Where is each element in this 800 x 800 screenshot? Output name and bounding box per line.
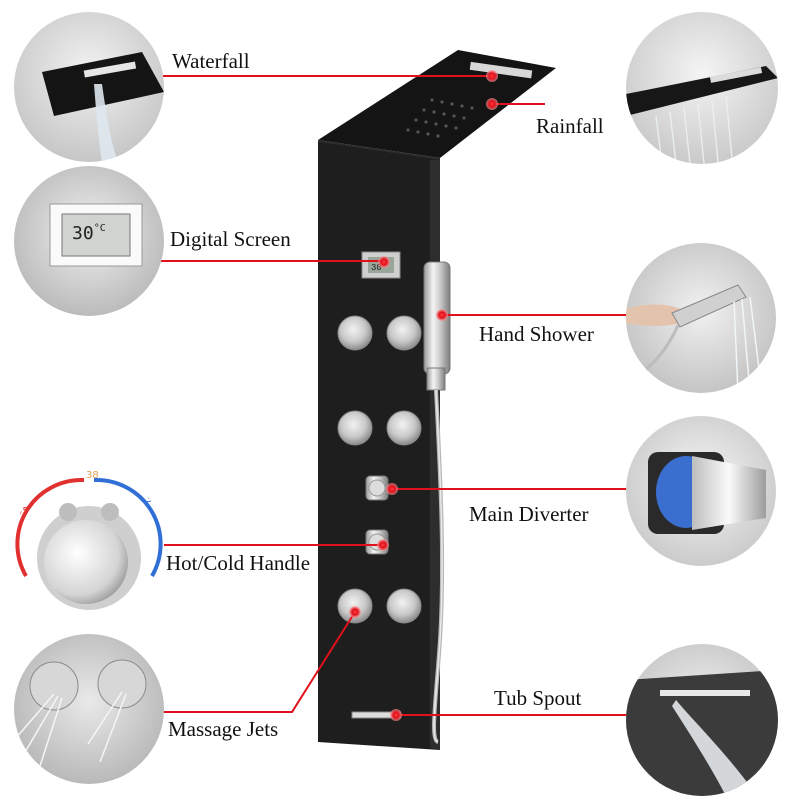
svg-text:30: 30 — [371, 263, 382, 273]
callout-lines — [158, 75, 632, 716]
detail-circle-main-diverter — [626, 416, 776, 566]
screen-temperature: 30 — [72, 223, 94, 244]
dial-left-value: 45 — [16, 506, 29, 517]
detail-circle-hot-cold-handle: 45 38 35 — [14, 468, 164, 618]
detail-circle-hand-shower — [626, 243, 776, 393]
label-massage-jets: Massage Jets — [168, 717, 279, 741]
detail-circle-waterfall — [14, 12, 164, 162]
label-waterfall: Waterfall — [172, 49, 250, 73]
label-hot-cold-handle: Hot/Cold Handle — [166, 551, 311, 575]
massage-jets — [337, 315, 422, 624]
dial-top-value: 38 — [86, 470, 99, 481]
label-tub-spout: Tub Spout — [494, 686, 582, 710]
detail-circle-massage-jets — [14, 634, 164, 784]
screen-temperature-readout: 30°C — [72, 223, 106, 244]
detail-circle-rainfall — [626, 12, 778, 164]
label-digital-screen: Digital Screen — [170, 227, 291, 251]
dial-right-value: 35 — [146, 494, 159, 505]
label-main-diverter: Main Diverter — [469, 502, 589, 526]
detail-circle-digital-screen: 30°C — [14, 166, 164, 316]
callout-dots — [349, 70, 498, 721]
label-hand-shower: Hand Shower — [479, 322, 594, 346]
panel-body — [318, 142, 440, 750]
detail-circle-tub-spout — [626, 644, 778, 796]
label-rainfall: Rainfall — [536, 114, 604, 138]
screen-unit: °C — [93, 223, 106, 234]
rain-head — [318, 50, 556, 164]
